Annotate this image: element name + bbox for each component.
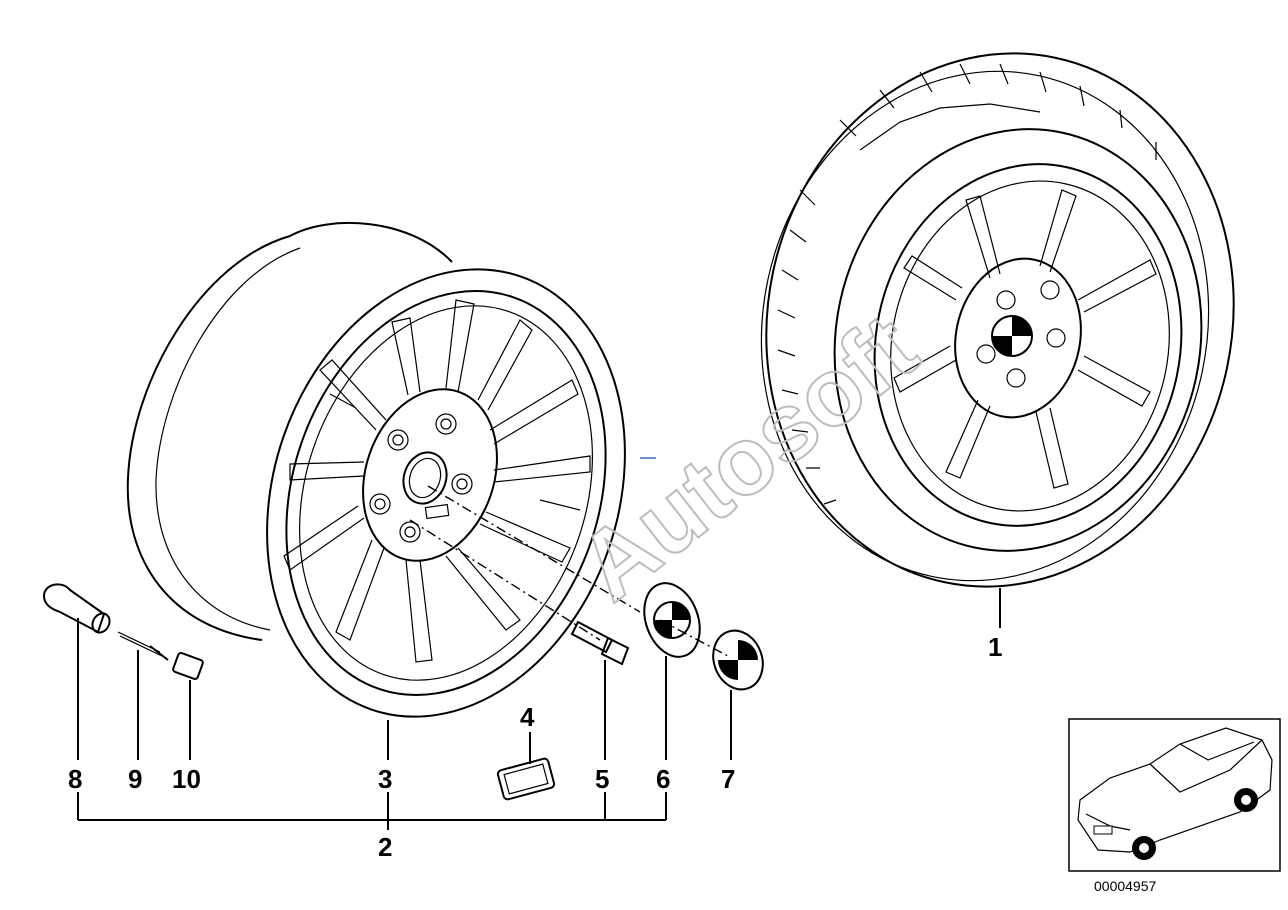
- valve-insert-part: [117, 631, 169, 661]
- reference-number: 00004957: [1094, 878, 1157, 894]
- car-thumbnail: [1068, 718, 1281, 872]
- valve-cap-part: [42, 583, 111, 634]
- m-badge-part: [496, 757, 556, 801]
- part-label-3: 3: [378, 764, 392, 794]
- leader-lines: [77, 588, 1001, 830]
- part-label-10: 10: [172, 764, 201, 794]
- part-label-9: 9: [128, 764, 142, 794]
- part-label-7: 7: [721, 764, 735, 794]
- part-label-1: 1: [988, 632, 1002, 662]
- part-label-8: 8: [68, 764, 82, 794]
- part-label-5: 5: [595, 764, 609, 794]
- valve-nut-part: [172, 652, 204, 680]
- emblem-part: [712, 629, 764, 691]
- watermark-text: Autosoft: [559, 294, 936, 621]
- part-label-6: 6: [656, 764, 670, 794]
- rim-drawing: [126, 222, 626, 718]
- part-label-2: 2: [378, 832, 392, 862]
- wheel-bolt-part: [570, 620, 630, 666]
- part-label-4: 4: [520, 702, 535, 732]
- hub-cap-part: [643, 582, 701, 658]
- assembly-axes: [409, 457, 729, 657]
- wheel-with-tyre-drawing: [760, 52, 1235, 588]
- car-icon: [1077, 727, 1273, 860]
